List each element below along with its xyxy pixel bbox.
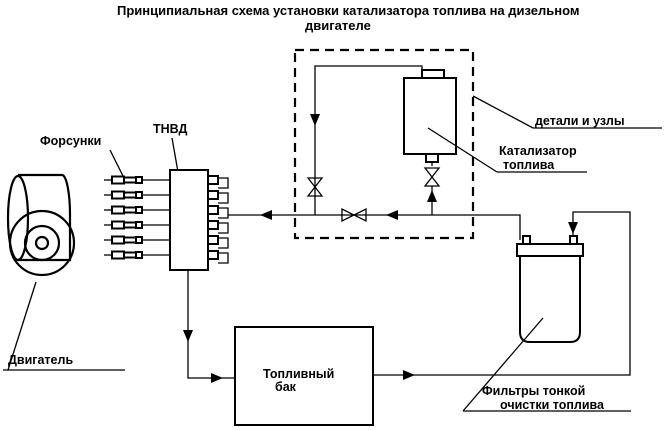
parts-leader-line	[472, 95, 534, 129]
main-fuel-line	[228, 214, 521, 240]
pump-outlets	[207, 175, 229, 264]
catalyst-label-line2: топлива	[503, 158, 555, 172]
injector	[104, 205, 143, 215]
injector	[104, 220, 143, 230]
injector	[104, 250, 143, 260]
parts-boundary-dashed	[293, 48, 475, 240]
injectors-label: Форсунки	[40, 134, 101, 148]
filters-leader-line	[462, 317, 544, 412]
main-line-arrow-1	[386, 210, 398, 220]
fuel-tank	[234, 326, 374, 426]
injector	[104, 190, 143, 200]
main-valve	[341, 207, 367, 223]
injector	[104, 235, 143, 245]
fuel-tank-label-line2: бак	[275, 380, 297, 394]
injectors	[104, 175, 143, 260]
pump-label: ТНВД	[153, 122, 188, 136]
return-line	[373, 211, 631, 376]
filters-label-line1: Фильтры тонкой	[482, 384, 585, 398]
drain-down-arrow	[183, 330, 193, 342]
fine-fuel-filter	[516, 235, 584, 343]
return-line-arrow	[403, 370, 415, 380]
catalyst-up-arrow	[427, 190, 437, 202]
bypass-line-top	[314, 65, 423, 215]
diagram-title-line2: двигателе	[305, 18, 371, 33]
main-line-arrow-2	[260, 210, 272, 220]
pump-leader-line	[171, 137, 179, 173]
catalyst-valve	[423, 167, 441, 187]
catalyst-label-line1: Катализатор	[499, 144, 577, 158]
tank-inlet-arrow	[211, 373, 223, 383]
engine-leader-line	[7, 281, 37, 371]
bypass-down-arrow	[310, 114, 320, 126]
pump-outlet	[207, 190, 229, 204]
filters-label-line2: очистки топлива	[500, 398, 605, 412]
diagram-title-line1: Принципиальная схема установки катализат…	[117, 3, 580, 18]
pump-outlet	[207, 250, 229, 264]
engine-label: Двигатель	[8, 353, 73, 367]
injectors-leader-line	[109, 149, 125, 179]
drain-line	[187, 270, 235, 379]
pump-outlet	[207, 175, 229, 189]
pump-injector-lines	[142, 179, 170, 256]
pump-outlet	[207, 220, 229, 234]
catalyst-leader-line	[427, 127, 498, 173]
pump-outlet	[207, 205, 229, 219]
parts-label: детали и узлы	[535, 114, 625, 128]
injector	[104, 175, 143, 185]
pump-outlet	[207, 235, 229, 249]
engine	[6, 173, 76, 277]
fuel-tank-label-line1: Топливный	[263, 367, 334, 381]
pump-body	[169, 169, 209, 271]
bypass-valve	[306, 177, 324, 197]
fuel-catalyst	[403, 69, 457, 166]
filter-inlet-arrow	[568, 222, 578, 234]
